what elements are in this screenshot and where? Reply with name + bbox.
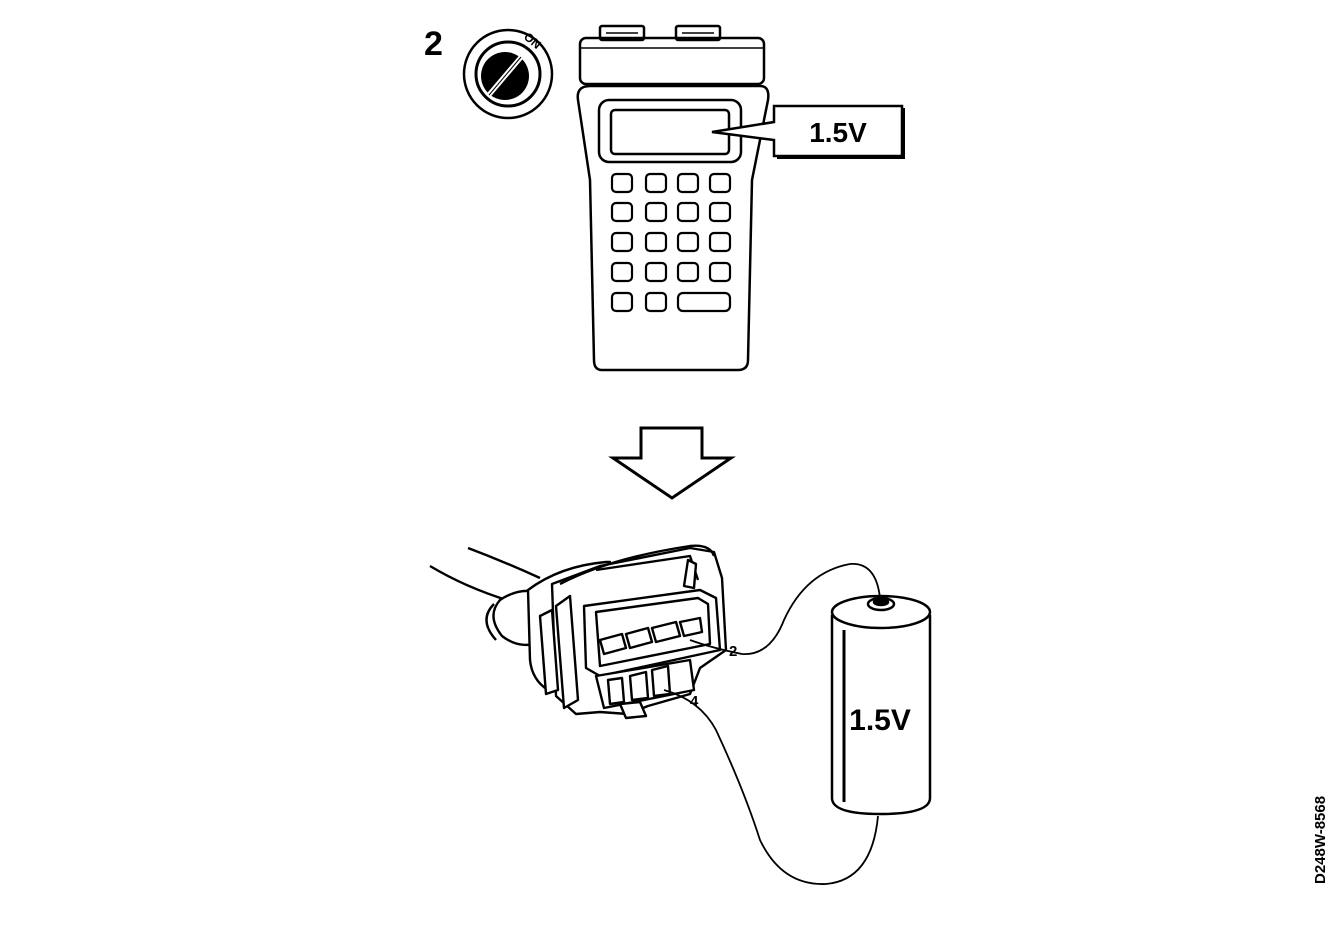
battery-cell-icon <box>830 594 932 816</box>
down-arrow-icon <box>608 426 736 500</box>
reading-callout <box>711 104 905 159</box>
test-lead-wires <box>663 563 881 885</box>
display-reading: 1.5V <box>809 117 867 148</box>
ignition-key-icon <box>462 28 554 120</box>
figure-code: D248W-8568 <box>1312 796 1329 884</box>
step-number: 2 <box>424 25 443 63</box>
connector-pin-label: 4 <box>690 693 699 710</box>
handheld-tester-icon <box>576 24 770 372</box>
battery-label: 1.5V <box>849 704 911 737</box>
wiring-connector-icon <box>429 544 728 720</box>
